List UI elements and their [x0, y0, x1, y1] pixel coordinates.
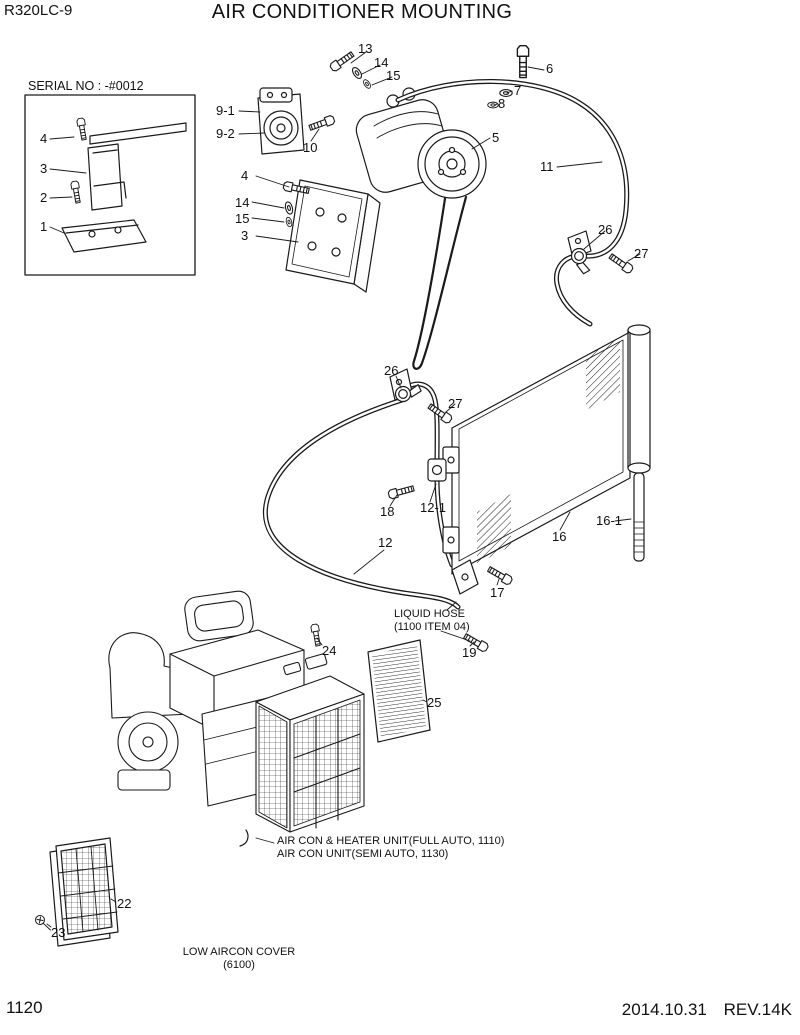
callout-12: 12 — [378, 535, 393, 550]
callout-23: 23 — [51, 925, 66, 940]
callout-9-1: 9-1 — [216, 103, 235, 118]
callout-26-lower: 26 — [384, 363, 399, 378]
callout-15-plate: 15 — [235, 211, 250, 226]
washer-icon — [361, 78, 373, 90]
washer-icon — [283, 200, 295, 216]
callout-22: 22 — [117, 896, 132, 911]
callout-10: 10 — [303, 140, 318, 155]
washer-icon — [350, 65, 364, 81]
callout-11: 11 — [540, 159, 554, 174]
note-aircon-unit-line2: AIR CON UNIT(SEMI AUTO, 1130) — [277, 847, 449, 860]
brace-squiggle — [239, 829, 249, 847]
callout-18: 18 — [380, 504, 395, 519]
callout-16-1: 16-1 — [596, 513, 623, 528]
low-cover-art — [33, 837, 119, 947]
bolt-icon — [328, 49, 356, 73]
model-code: R320LC-9 — [4, 2, 73, 19]
callout-inset-3: 3 — [40, 161, 48, 176]
callout-6: 6 — [546, 61, 554, 76]
note-aircon-unit-line1: AIR CON & HEATER UNIT(FULL AUTO, 1110) — [277, 835, 505, 847]
callout-17: 17 — [490, 585, 505, 600]
note-aircon-unit: AIR CON & HEATER UNIT(FULL AUTO, 1110) A… — [277, 835, 504, 860]
note-liquid-hose-line1: LIQUID HOSE — [394, 608, 465, 620]
callout-9-2: 9-2 — [216, 126, 235, 141]
callout-13: 13 — [358, 41, 373, 56]
mounting-plate-art — [285, 179, 381, 293]
callout-24: 24 — [322, 643, 337, 658]
callout-19: 19 — [462, 645, 477, 660]
callout-14-top: 14 — [374, 55, 389, 70]
washer-icon — [284, 216, 294, 228]
serial-no-label: SERIAL NO : -#0012 — [28, 79, 144, 93]
serial-inset-art — [24, 94, 196, 276]
receiver-drier-art — [627, 324, 651, 562]
filter-art — [367, 639, 431, 743]
screw-icon — [33, 914, 54, 931]
callout-5: 5 — [492, 130, 500, 145]
callout-4-plate: 4 — [241, 168, 249, 183]
rev-code: REV.14K — [723, 1000, 792, 1019]
bolt-icon — [607, 251, 635, 275]
clamp-brackets — [389, 230, 596, 482]
callout-16: 16 — [552, 529, 567, 544]
compressor-art — [355, 87, 487, 199]
washer-icon — [487, 101, 499, 109]
hose-lines — [262, 79, 630, 610]
callout-14-plate: 14 — [235, 195, 250, 210]
page-title: AIR CONDITIONER MOUNTING — [211, 1, 513, 23]
note-low-cover-line2: (6100) — [223, 958, 255, 971]
callout-26-upper: 26 — [598, 222, 613, 237]
page-number: 1120 — [6, 998, 43, 1017]
callout-inset-1: 1 — [40, 219, 48, 234]
callout-inset-4: 4 — [40, 131, 48, 146]
callout-27-lower: 27 — [448, 396, 463, 411]
callout-8: 8 — [498, 96, 506, 111]
note-low-cover: LOW AIRCON COVER (6100) — [174, 946, 304, 971]
bolt-icon — [76, 117, 89, 141]
note-liquid-hose-line2: (1100 ITEM 04) — [394, 620, 470, 633]
callout-12-1: 12-1 — [420, 500, 447, 515]
bolt-icon — [70, 180, 83, 204]
leader-lines — [46, 51, 641, 928]
callout-7: 7 — [514, 83, 522, 98]
note-low-cover-line1: LOW AIRCON COVER — [182, 946, 296, 958]
condenser-art — [442, 324, 651, 595]
callout-27-upper: 27 — [634, 246, 649, 261]
callout-25: 25 — [427, 695, 442, 710]
note-liquid-hose: LIQUID HOSE (1100 ITEM 04) — [394, 608, 470, 633]
bolt-icon — [516, 44, 530, 79]
bolt-icon — [486, 564, 514, 587]
heater-unit-art — [108, 590, 365, 833]
idler-pulley-art — [257, 87, 305, 155]
callout-15-top: 15 — [386, 68, 401, 83]
callout-inset-2: 2 — [40, 190, 48, 205]
bolt-icon — [387, 483, 416, 500]
callout-3-plate: 3 — [241, 228, 249, 243]
rev-date: 2014.10.31 — [621, 1000, 707, 1019]
bolt-icon — [307, 114, 336, 133]
revision-info: 2014.10.31 REV.14K — [610, 1000, 792, 1020]
drive-belt — [412, 190, 468, 370]
